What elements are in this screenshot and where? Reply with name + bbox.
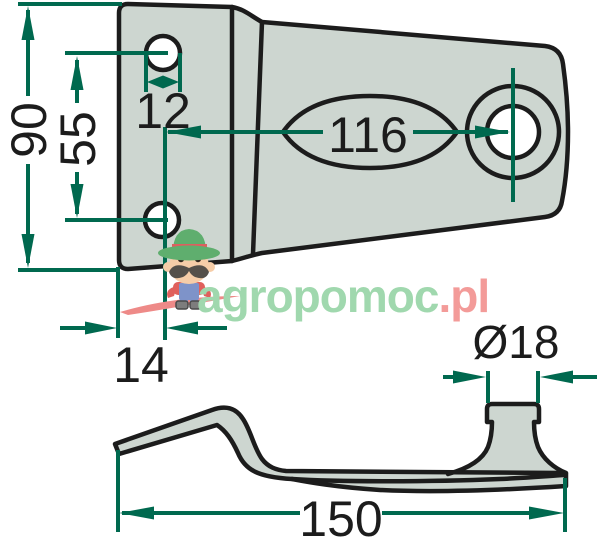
bend-line-right (250, 19, 265, 257)
farmer-mascot (158, 229, 220, 310)
dim-label-hole-spacing: 55 (50, 111, 106, 167)
stud-fill (448, 404, 566, 487)
dim-label-hole-diameter: 12 (135, 83, 191, 139)
watermark-logo: agropomoc.pl (120, 229, 490, 322)
dim-label-overall-height: 90 (1, 102, 57, 158)
brand-text-suffix: .pl (438, 270, 489, 322)
farmer-hat-brim (158, 245, 220, 261)
blade-far-edge-line (289, 472, 567, 484)
arrow-116-right (475, 125, 510, 139)
dim-label-hole-to-stud: 116 (328, 107, 408, 163)
dimension-labels: 90 55 12 116 14 Ø18 150 (1, 83, 559, 544)
arrow-55-down (70, 184, 84, 218)
arrow-14-right-tip (85, 321, 117, 335)
farmer-boot-right (189, 300, 202, 310)
arrow-55-up (70, 56, 84, 90)
arrow-90-down (21, 234, 35, 268)
arrow-12-right (163, 75, 179, 89)
arrow-18-left (453, 370, 486, 384)
dim-label-stud-diameter: Ø18 (473, 316, 560, 368)
arrow-14-left-tip (166, 321, 198, 335)
stud-outline (445, 401, 569, 477)
farmer-leg-left (180, 296, 188, 303)
arrow-150-left (119, 506, 154, 520)
blade-strip (112, 405, 569, 494)
arrow-18-right (540, 370, 573, 384)
farmer-overalls-bib (179, 283, 199, 300)
farmer-body (167, 282, 211, 310)
dim-label-overall-length: 150 (299, 491, 382, 544)
arrow-116-left (166, 125, 201, 139)
dim-label-edge-offset: 14 (113, 337, 169, 393)
brand-text-green: agropomoc (197, 270, 439, 322)
farmer-head (158, 229, 220, 284)
farmer-leg-right (190, 296, 198, 303)
farmer-boot-left (175, 300, 189, 310)
arrow-12-left (147, 75, 163, 89)
farmer-mustache (169, 265, 209, 279)
blade-side-view (112, 401, 569, 494)
dimension-arrows (21, 6, 573, 520)
arrow-150-right (529, 506, 564, 520)
brand-text: agropomoc.pl (197, 270, 489, 322)
arrow-90-up (21, 6, 35, 40)
